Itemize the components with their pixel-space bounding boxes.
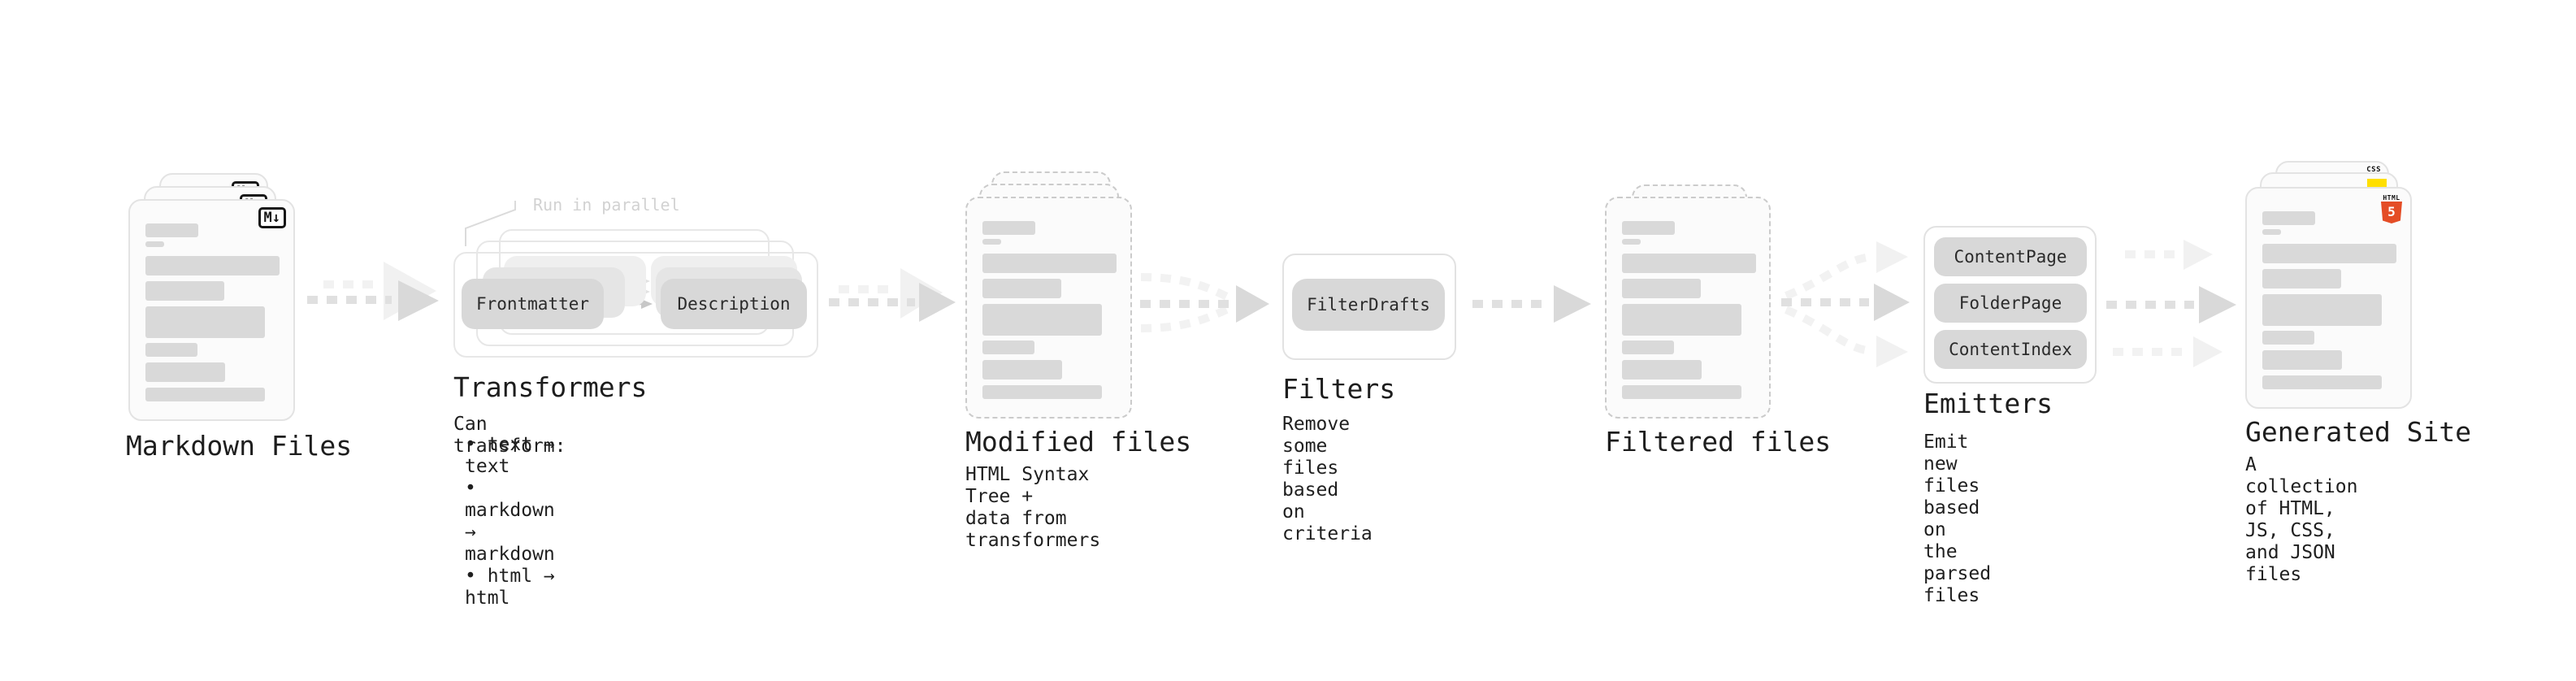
stage-label-generated-site: Generated Site xyxy=(2245,416,2472,448)
modified-file-card-front xyxy=(965,197,1132,419)
annotation-leader-line xyxy=(465,201,516,246)
filtered-file-card-front xyxy=(1605,197,1771,419)
html5-icon-label: HTML xyxy=(2383,194,2400,202)
stage-label-emitters: Emitters xyxy=(1923,388,2053,419)
stage-desc-generated-site: A collection of HTML, JS, CSS, and JSON … xyxy=(2245,454,2358,585)
dark-arrow-heads xyxy=(398,280,2236,323)
stage-label-transformers: Transformers xyxy=(453,371,648,403)
stage-label-filtered-files: Filtered files xyxy=(1605,426,1832,458)
stage-desc-bullets: • text → text • markdown → markdown • ht… xyxy=(465,434,555,609)
emitter-pill-contentindex: ContentIndex xyxy=(1934,330,2087,369)
emitter-pill-contentpage: ContentPage xyxy=(1934,237,2087,276)
doc-content-placeholder xyxy=(130,223,293,401)
stage-desc-filters: Remove some files based on criteria xyxy=(1282,414,1373,544)
emitter-pill-folderpage: FolderPage xyxy=(1934,284,2087,323)
stage-label-modified-files: Modified files xyxy=(965,426,1192,458)
filter-pill-filterdrafts: FilterDrafts xyxy=(1292,279,1445,331)
transformer-pill-description: Description xyxy=(661,279,807,329)
transformer-pill-frontmatter: Frontmatter xyxy=(462,279,604,329)
markdown-icon: M↓ xyxy=(258,207,286,228)
run-in-parallel-annotation: Run in parallel xyxy=(533,195,680,215)
light-arrow-lines xyxy=(323,250,2191,356)
doc-content-placeholder xyxy=(1607,221,1769,399)
stage-desc-emitters: Emit new files based on the parsed files xyxy=(1923,432,1992,606)
stage-desc-title: Can transform: xyxy=(453,414,566,457)
transformer-layer-front xyxy=(453,252,818,358)
generated-file-card-front: HTML 5 xyxy=(2245,187,2412,409)
html5-icon-shield: 5 xyxy=(2381,202,2402,223)
dark-arrow-lines xyxy=(307,296,2194,309)
stage-label-markdown-files: Markdown Files xyxy=(126,430,353,462)
stage-label-filters: Filters xyxy=(1282,373,1396,405)
markdown-file-card-front: M↓ xyxy=(128,199,295,421)
html5-icon: HTML 5 xyxy=(2381,194,2402,223)
stage-desc-modified-files: HTML Syntax Tree + data from transformer… xyxy=(965,464,1101,551)
doc-content-placeholder xyxy=(2247,211,2410,389)
doc-content-placeholder xyxy=(967,221,1130,399)
